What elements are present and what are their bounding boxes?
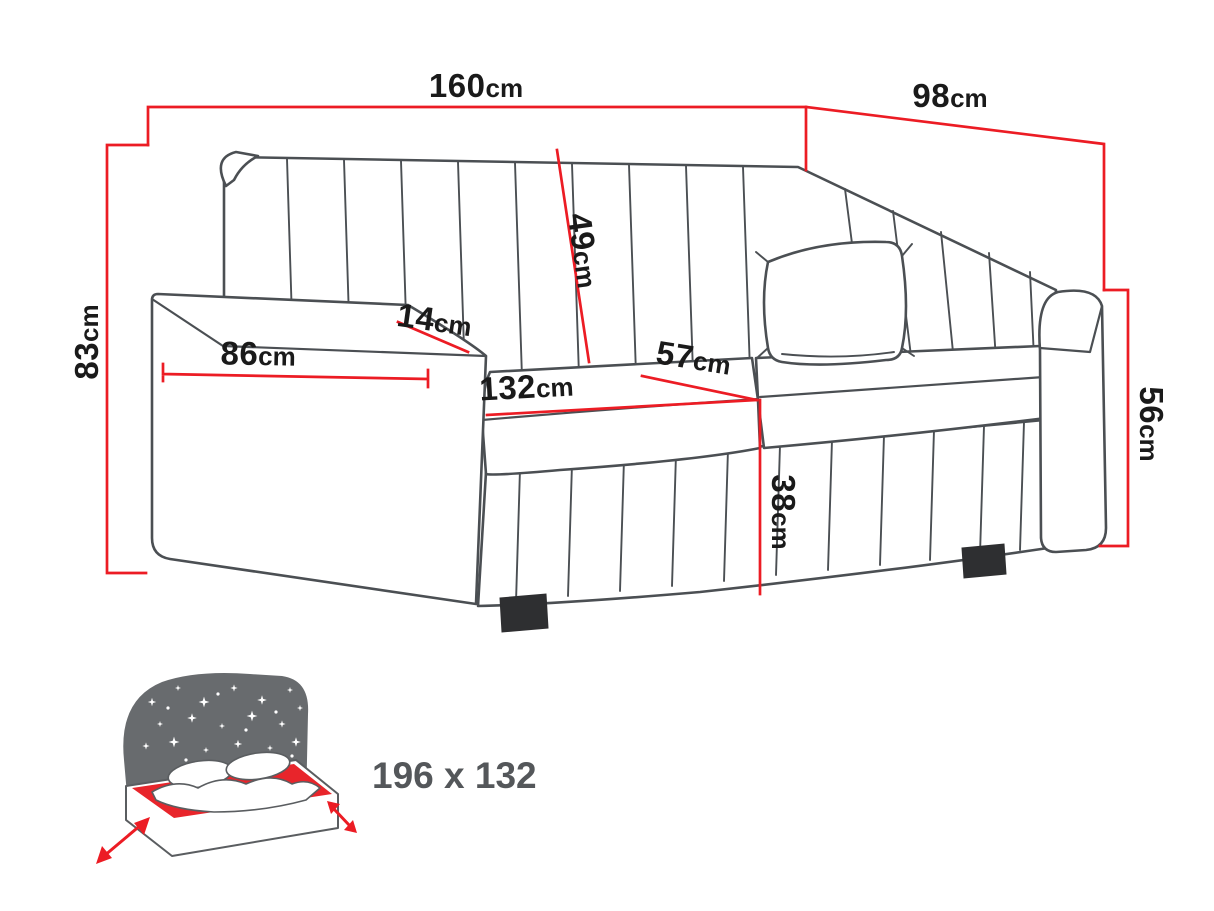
total-height-dimension-line — [105, 143, 150, 575]
seat-depth-dimension-line — [640, 374, 759, 402]
armrest-left-top-edge — [150, 297, 488, 358]
seat-width-dimension-line — [485, 398, 759, 417]
armrest-width-dimension-line — [396, 320, 470, 354]
total-depth-label: 98cm — [912, 77, 987, 114]
seat-depth-label: 57cm — [654, 333, 734, 381]
total-height-label: 83cm — [68, 304, 105, 379]
armrest-width-label: 14cm — [395, 296, 475, 343]
sleeping-area-icon: 196 x 132 — [96, 673, 537, 864]
sofa-drawing — [150, 150, 1108, 633]
side-height-dimension-line — [1098, 288, 1130, 548]
sofa-armrest-right — [1038, 289, 1108, 554]
sleeping-area-label: 196 x 132 — [372, 755, 537, 796]
sofa-foot-left — [499, 593, 549, 633]
mattress-width-arrow — [96, 817, 150, 864]
backrest-height-dimension-line — [555, 148, 591, 364]
sofa-backrest-corner-flap — [219, 150, 260, 188]
blanket-stars — [142, 684, 303, 762]
dimension-labels: 160cm 98cm 83cm 49cm 14cm 86cm 132cm 57c… — [68, 67, 1170, 550]
total-width-dimension-line — [146, 105, 808, 172]
seat-width-label: 132cm — [478, 366, 574, 408]
total-depth-dimension-line — [804, 105, 1106, 292]
seat-cushion-right-seam — [758, 375, 1046, 399]
mattress-length-arrow — [327, 801, 357, 833]
base-channel-lines — [515, 421, 1025, 603]
bed-sheet-fold — [151, 777, 321, 813]
backrest-height-label: 49cm — [561, 211, 608, 291]
pillow — [755, 240, 915, 366]
total-width-label: 160cm — [429, 67, 523, 104]
armrest-length-dimension-line — [161, 362, 430, 389]
dimension-lines — [105, 105, 1130, 596]
side-height-label: 56cm — [1133, 386, 1170, 461]
armrest-right-top-edge — [1038, 304, 1104, 354]
sofa-armrest-left — [150, 292, 488, 606]
seat-height-label: 38cm — [765, 474, 802, 549]
sofa-foot-right — [961, 543, 1007, 579]
armrest-length-label: 86cm — [220, 334, 296, 372]
